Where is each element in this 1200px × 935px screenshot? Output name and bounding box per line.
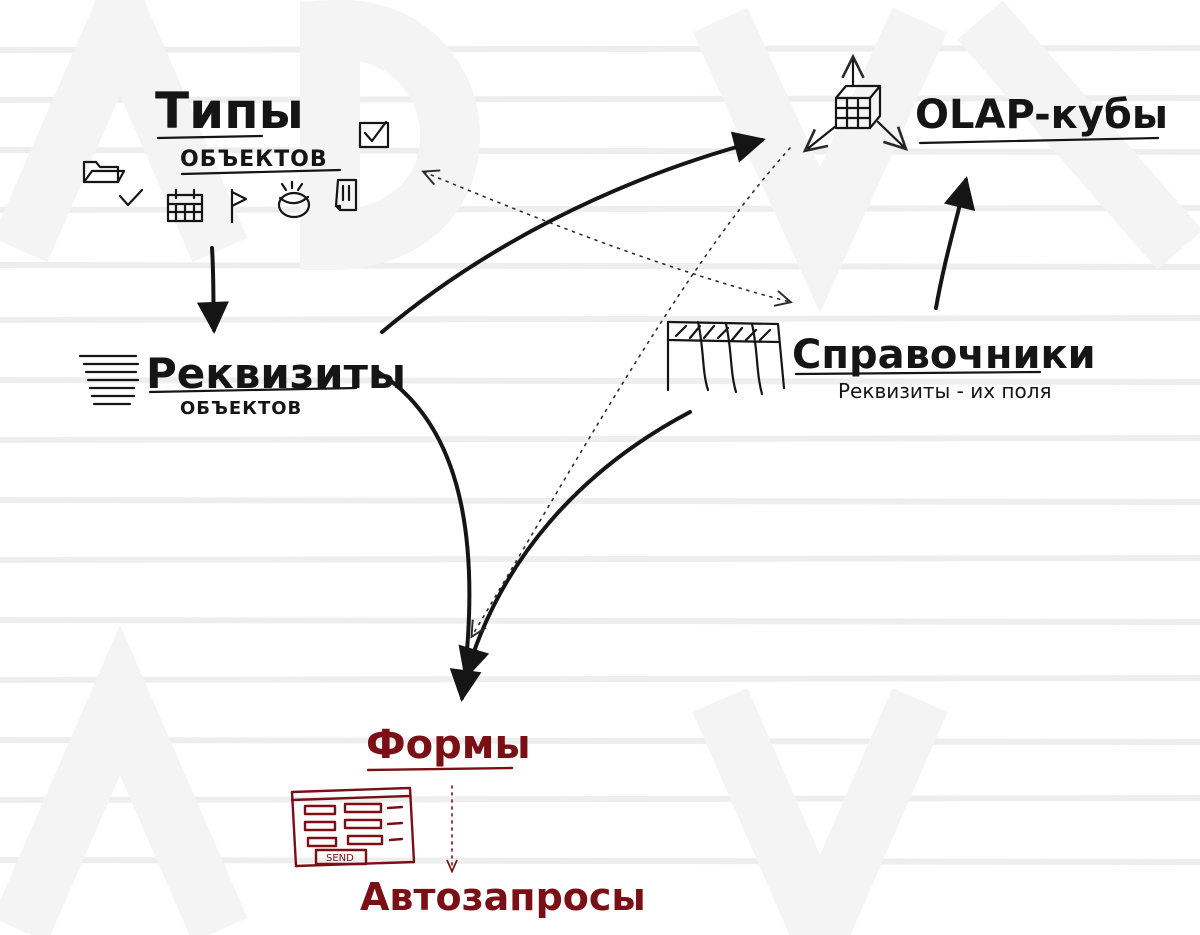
globe-icon xyxy=(277,180,311,219)
calendar-icon xyxy=(166,188,204,223)
node-directories: Справочники Реквизиты - их поля xyxy=(666,320,1096,403)
node-object-attributes: Реквизиты объектов xyxy=(78,349,406,419)
edges xyxy=(196,131,976,870)
node-attributes-subtitle: объектов xyxy=(180,398,302,419)
edge-types-to-attributes xyxy=(196,246,229,334)
edge-attributes-to-forms xyxy=(376,370,482,702)
node-autoqueries-title: Автозапросы xyxy=(360,875,646,919)
document-icon xyxy=(334,178,358,212)
node-autoqueries: Автозапросы xyxy=(360,875,646,919)
node-olap-cubes: OLAP-кубы xyxy=(806,58,1168,150)
folder-icon xyxy=(82,160,126,184)
edge-olap-to-forms-dotted xyxy=(472,147,791,636)
node-directories-title: Справочники xyxy=(792,332,1096,378)
checkmark-icon xyxy=(118,188,144,207)
node-object-types: Типы объектов xyxy=(82,82,390,224)
checkbox-icon xyxy=(358,120,390,149)
node-types-title: Типы xyxy=(155,82,304,140)
node-forms-title: Формы xyxy=(366,722,531,768)
list-lines-icon xyxy=(78,354,140,406)
cube-icon xyxy=(806,58,905,150)
edge-directories-to-forms xyxy=(458,410,692,680)
node-types-subtitle: объектов xyxy=(180,147,328,172)
edge-types-to-directories-dotted xyxy=(424,172,790,302)
form-send-button-label: SEND xyxy=(326,853,354,864)
node-directories-subtitle: Реквизиты - их поля xyxy=(838,379,1052,403)
form-icon: SEND xyxy=(290,786,416,868)
flag-icon xyxy=(230,188,248,224)
edge-directories-to-olap xyxy=(934,176,976,310)
table-icon xyxy=(666,320,786,396)
node-forms: Формы SEND xyxy=(290,722,531,868)
node-olap-title: OLAP-кубы xyxy=(915,92,1168,138)
